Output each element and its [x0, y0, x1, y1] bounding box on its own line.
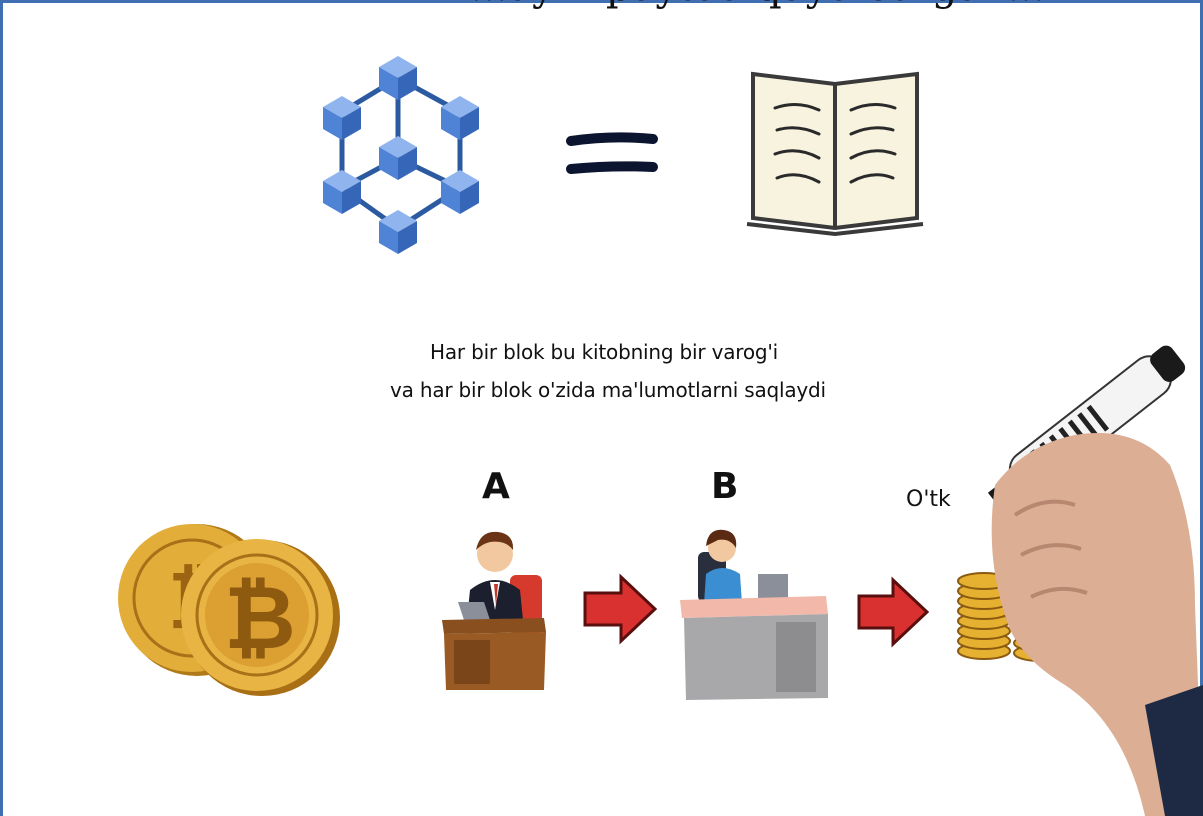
caption-line-2: va har bir blok o'zida ma'lumotlarni saq…: [390, 378, 826, 402]
man-at-desk-icon: [442, 531, 546, 690]
woman-at-desk-icon: [680, 529, 828, 700]
cut-off-title: ...ayni paytda qayd etilgan...: [470, 0, 1203, 12]
person-b-label: B: [711, 466, 739, 507]
open-book-icon: [746, 71, 924, 237]
hand-with-marker-icon: [987, 345, 1203, 816]
red-arrow-icon: [857, 576, 930, 648]
caption-line-1: Har bir blok bu kitobning bir varog'i: [430, 340, 779, 364]
equals-icon: [566, 132, 658, 174]
svg-text:₿: ₿: [224, 566, 296, 669]
red-arrow-icon: [583, 573, 658, 645]
blockchain-network-icon: [323, 56, 479, 254]
bitcoin-coins-icon: ₿ ₿: [118, 524, 340, 696]
transfer-partial-label: O'tk: [906, 487, 951, 512]
person-a-label: A: [482, 466, 510, 507]
